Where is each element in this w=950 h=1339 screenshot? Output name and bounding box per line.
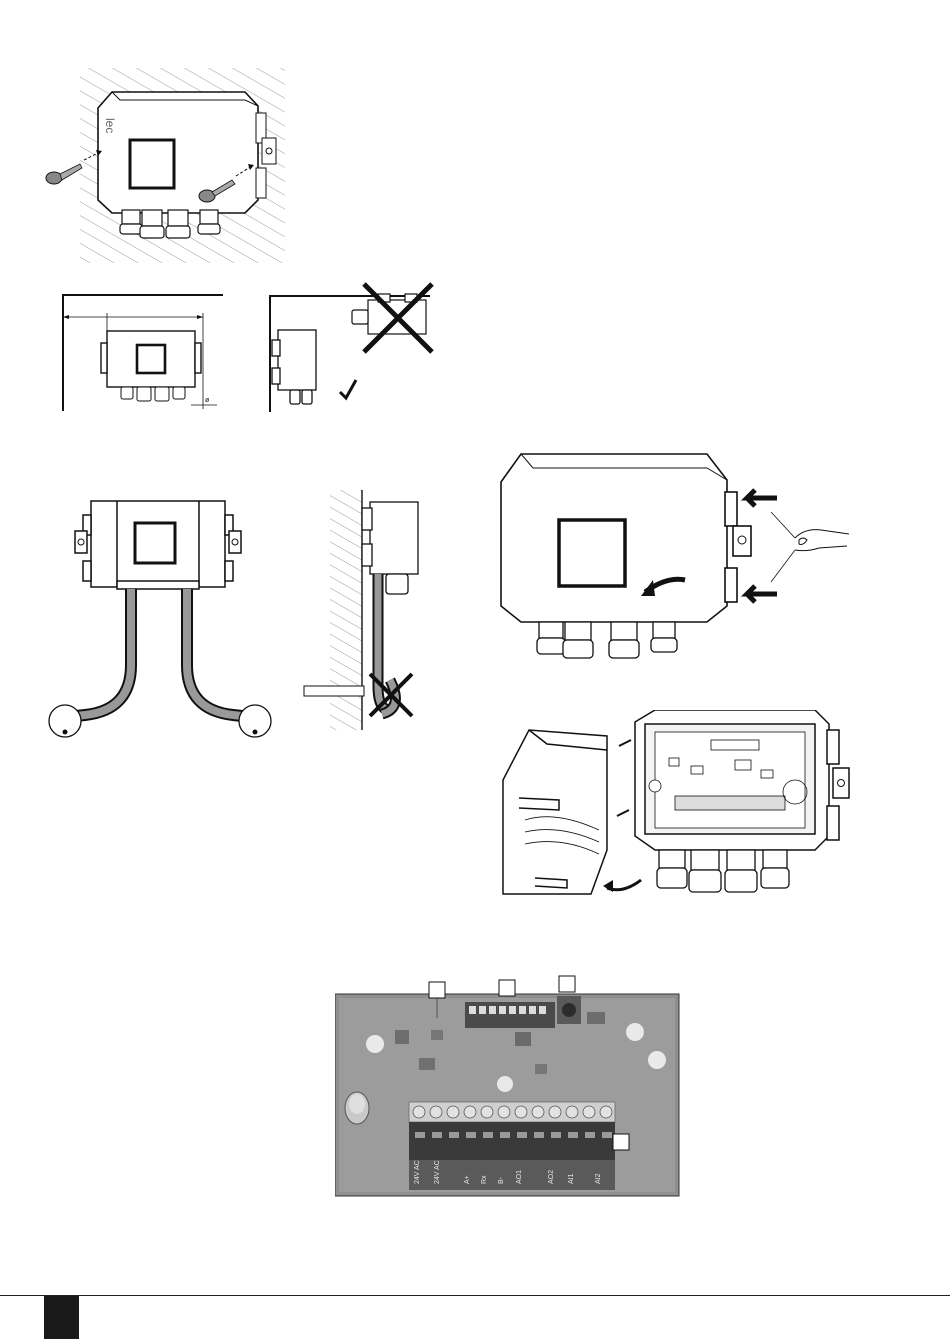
terminal-label-9: AI2 <box>595 1173 602 1184</box>
terminal-label-4: Rx <box>481 1175 488 1184</box>
callout-box-3 <box>559 976 575 992</box>
press-arrow-top-icon <box>747 490 777 506</box>
terminal-label-8: AI1 <box>568 1173 575 1184</box>
enclosure-side <box>362 502 418 594</box>
terminal-label-1: 24V AC <box>414 1160 421 1184</box>
terminal-label-3: A+ <box>464 1175 471 1184</box>
device-logo: lec <box>103 118 117 133</box>
display-window <box>559 520 625 586</box>
wall-duct <box>304 686 364 696</box>
terminal-label-6: AO1 <box>516 1170 523 1184</box>
callout-box-2 <box>499 980 515 996</box>
hand-icon <box>795 530 849 551</box>
terminal-label-7: AO2 <box>548 1170 555 1184</box>
enclosure-front <box>101 331 201 387</box>
terminal-label-2: 24V AC <box>434 1160 441 1184</box>
cover-part <box>503 730 607 894</box>
press-arrow-bottom-icon <box>747 586 777 602</box>
figure-open-cover <box>495 440 855 670</box>
svg-text:ø: ø <box>205 397 210 404</box>
enclosure: lec <box>98 92 276 213</box>
footer-rule <box>0 1295 950 1296</box>
enclosure-side-correct <box>272 330 316 404</box>
figure-cable-routing <box>45 495 275 745</box>
cable-glands <box>120 210 220 238</box>
cable-glands <box>537 622 677 658</box>
cable-right <box>187 589 251 717</box>
terminal-label-5: B- <box>498 1176 505 1184</box>
cable-glands <box>657 850 789 892</box>
check-correct-icon <box>340 380 356 398</box>
terminal-block: 24V AC 24V AC A+ Rx B- AO1 AO2 AI1 AI2 <box>409 1102 615 1190</box>
page-marker-tab <box>44 1296 79 1339</box>
enclosure-front <box>75 501 241 589</box>
figure-cable-side <box>300 490 430 735</box>
figure-orientation <box>260 280 440 415</box>
figure-clearance: ø <box>55 285 235 415</box>
figure-wall-mounting: lec <box>40 68 290 263</box>
dip-switch-block <box>465 1002 555 1028</box>
cable-left <box>67 589 131 717</box>
capacitor-icon <box>345 1092 369 1124</box>
display-window <box>130 140 174 188</box>
callout-box-4 <box>613 1134 629 1150</box>
circuit-board-drawing <box>649 732 807 828</box>
figure-cover-removed <box>495 710 855 910</box>
figure-pcb-photo: 24V AC 24V AC A+ Rx B- AO1 AO2 AI1 AI2 <box>335 972 681 1198</box>
reset-button <box>557 996 581 1024</box>
enclosure-3d <box>501 454 751 622</box>
